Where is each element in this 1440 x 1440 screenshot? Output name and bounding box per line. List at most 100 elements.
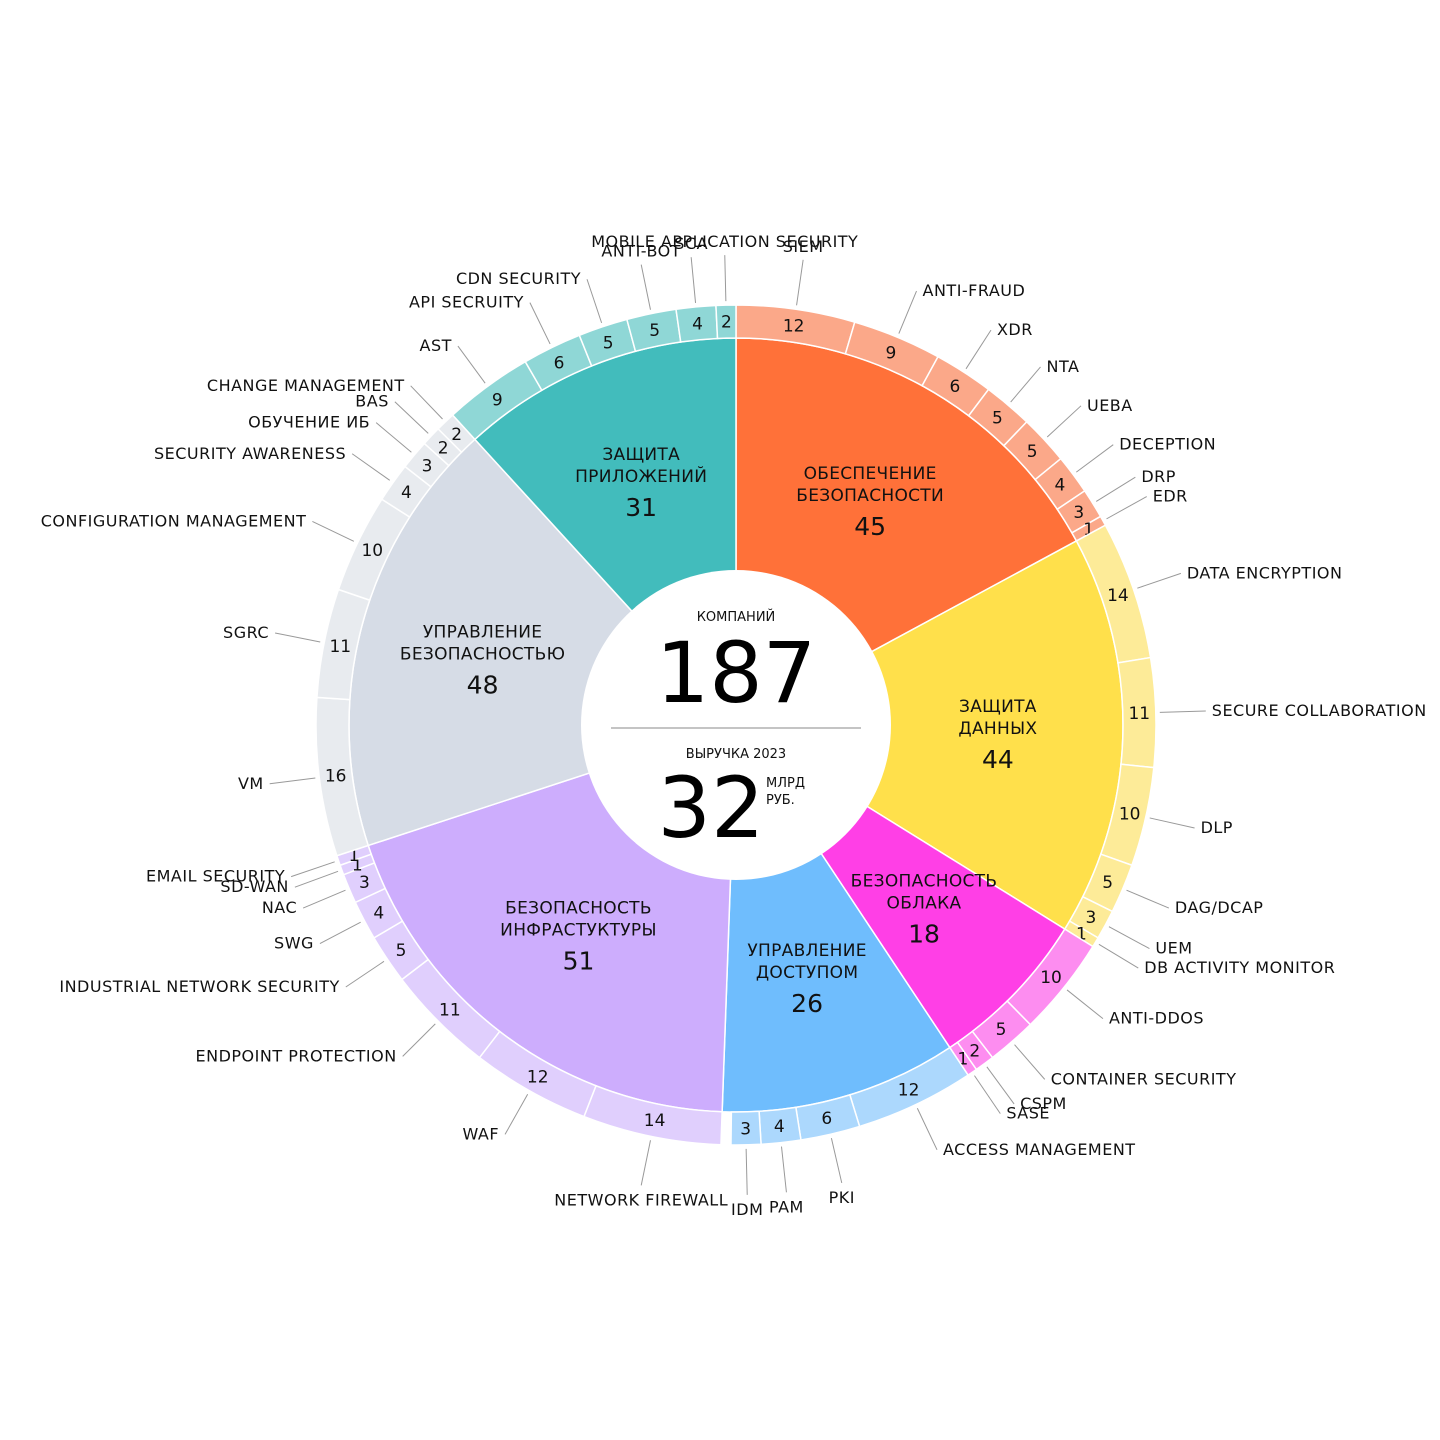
subcategory-label: DB ACTIVITY MONITOR — [1144, 958, 1335, 977]
subcategory-value: 11 — [439, 1000, 461, 1020]
leader-line — [1014, 1044, 1046, 1080]
subcategory-value: 3 — [359, 873, 370, 893]
subcategory-label: CSPM — [1020, 1094, 1067, 1113]
subcategory-label: EMAIL SECURITY — [146, 867, 285, 886]
subcategory-value: 1 — [1076, 925, 1087, 945]
subcategory-value: 2 — [969, 1041, 980, 1061]
leader-line — [290, 861, 335, 878]
leader-line — [402, 1023, 436, 1057]
leader-line — [640, 1140, 651, 1186]
subcategory-label: SASE — [1006, 1104, 1050, 1123]
subcategory-label: BAS — [355, 392, 389, 411]
subcategory-label: PAM — [769, 1197, 804, 1216]
subcategory-value: 2 — [438, 438, 449, 458]
category-name: УПРАВЛЕНИЕ — [423, 622, 542, 642]
subcategory-value: 9 — [886, 343, 897, 363]
subcategory-label: SWG — [274, 934, 314, 953]
leader-line — [1137, 572, 1182, 589]
leader-line — [1106, 496, 1147, 520]
subcategory-value: 4 — [1054, 475, 1065, 495]
category-value: 18 — [908, 919, 940, 948]
subcategory-value: 11 — [329, 637, 351, 657]
subcategory-label: NTA — [1046, 357, 1079, 376]
subcategory-value: 4 — [774, 1117, 785, 1137]
subcategory-label: IDM — [731, 1200, 763, 1219]
category-name: БЕЗОПАСНОСТЬЮ — [400, 644, 565, 664]
subcategory-label: SIEM — [783, 237, 824, 256]
leader-line — [796, 259, 804, 306]
subcategory-value: 1 — [958, 1050, 969, 1070]
center-summary: КОМПАНИЙ 187 ВЫРУЧКА 2023 32 МЛРД РУБ. — [581, 570, 891, 880]
leader-line — [504, 1094, 529, 1135]
subcategory-value: 3 — [740, 1119, 751, 1139]
subcategory-value: 14 — [644, 1111, 666, 1131]
subcategory-value: 4 — [373, 904, 384, 924]
subcategory-value: 2 — [721, 313, 732, 333]
subcategory-label: CHANGE MANAGEMENT — [207, 376, 405, 395]
leader-line — [394, 401, 429, 434]
leader-lines — [269, 255, 1206, 1195]
leader-line — [640, 264, 651, 310]
center-circle — [581, 570, 891, 880]
subcategory-label: UEBA — [1087, 396, 1133, 415]
subcategory-value: 5 — [396, 941, 407, 961]
category-value: 26 — [791, 989, 823, 1018]
leader-line — [898, 290, 917, 334]
leader-line — [1108, 926, 1150, 950]
subcategory-label: DECEPTION — [1119, 435, 1216, 454]
subcategory-label: NETWORK FIREWALL — [554, 1190, 728, 1209]
category-name: УПРАВЛЕНИЕ — [747, 941, 866, 961]
subcategory-value: 12 — [783, 317, 805, 337]
leader-line — [294, 870, 339, 888]
leader-line — [345, 960, 385, 988]
subcategory-label: SD-WAN — [220, 877, 288, 896]
subcategory-label: NAC — [262, 898, 297, 917]
category-value: 48 — [467, 670, 499, 699]
subcategory-value: 16 — [325, 766, 347, 786]
subcategory-value: 9 — [492, 391, 503, 411]
subcategory-label: CONTAINER SECURITY — [1051, 1069, 1237, 1088]
leader-line — [275, 632, 321, 643]
subcategory-value: 5 — [603, 333, 614, 353]
subcategory-label: UEM — [1155, 939, 1192, 958]
category-name: ПРИЛОЖЕНИЙ — [575, 465, 707, 487]
category-name: БЕЗОПАСНОСТЬ — [851, 871, 998, 891]
subcategory-value: 10 — [361, 541, 383, 561]
companies-label: КОМПАНИЙ — [697, 609, 776, 625]
leader-line — [351, 453, 391, 481]
subcategory-label: ANTI-DDOS — [1109, 1009, 1204, 1028]
subcategory-slice — [715, 304, 737, 340]
subcategory-label: CDN SECURITY — [456, 269, 581, 288]
subcategory-label: ENDPOINT PROTECTION — [196, 1046, 397, 1065]
leader-line — [724, 255, 727, 302]
subcategory-value: 5 — [1102, 873, 1113, 893]
subcategory-value: 6 — [821, 1109, 832, 1129]
category-name: ИНФРАСТУКТУРЫ — [500, 920, 657, 940]
subcategory-label: ANTI-FRAUD — [923, 281, 1026, 300]
subcategory-label: API SECRUITY — [409, 293, 524, 312]
subcategory-value: 1 — [1083, 520, 1094, 540]
category-value: 45 — [854, 512, 886, 541]
category-name: ДАННЫХ — [958, 719, 1037, 739]
subcategory-label: SECURE COLLABORATION — [1212, 701, 1427, 720]
subcategory-label: WAF — [462, 1124, 499, 1143]
subcategory-label: XDR — [997, 320, 1033, 339]
leader-line — [1126, 889, 1170, 909]
subcategory-value: 6 — [554, 353, 565, 373]
subcategory-label: DRP — [1141, 467, 1176, 486]
subcategory-label: DAG/DCAP — [1175, 898, 1264, 917]
leader-line — [312, 520, 355, 542]
leader-line — [830, 1138, 843, 1184]
subcategory-value: 5 — [649, 321, 660, 341]
subcategory-value: 3 — [422, 456, 433, 476]
subcategory-label: VM — [238, 774, 264, 793]
subcategory-value: 5 — [1027, 442, 1038, 462]
category-name: БЕЗОПАСНОСТЬ — [505, 898, 652, 918]
category-name: ОБЛАКА — [887, 893, 962, 913]
subcategory-value: 2 — [451, 425, 462, 445]
subcategory-value: 10 — [1040, 968, 1062, 988]
subcategory-label: SECURITY AWARENESS — [154, 444, 346, 463]
subcategory-value: 4 — [692, 314, 703, 334]
category-name: ДОСТУПОМ — [756, 963, 859, 983]
